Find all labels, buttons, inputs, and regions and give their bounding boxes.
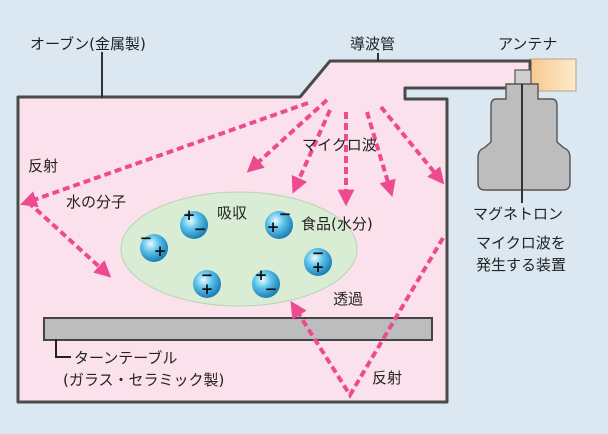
microwave-arrows [20,98,445,399]
microwave-arrow [379,105,445,185]
antenna-label: アンテナ [498,35,558,53]
plus-sign: + [312,258,325,276]
minus-sign: − [201,266,214,284]
waveguide-label: 導波管 [350,35,396,53]
water-molecule: + − [252,266,280,298]
minus-sign: − [194,220,207,238]
turntable [43,317,433,341]
water-molecule: − + [193,266,221,298]
water-molecules: − + + − + − − + − + [140,205,332,298]
water-molecule: − + [140,229,168,262]
minus-sign: − [140,229,153,247]
water-molecule: − + [304,244,332,276]
reflection-label-left: 反射 [28,157,59,175]
water-molecule-label: 水の分子 [66,193,127,211]
turntable-label-line1: ターンテーブル [74,349,178,367]
reflection-arrow-top [20,101,309,208]
plus-sign: + [201,280,214,298]
microwave-arrow [291,109,332,194]
reflection-arrow-bottom [290,236,445,399]
magnetron-label: マグネトロン [473,205,564,223]
plus-sign: + [183,206,196,224]
turntable-pointer-line [55,339,71,358]
water-molecule: + − [180,206,208,239]
minus-sign: − [279,205,292,223]
reflection-arrow-left [26,200,112,278]
absorption-label: 吸収 [217,204,248,222]
minus-sign: − [312,244,325,262]
minus-sign: − [265,280,278,298]
plus-sign: + [154,242,167,260]
food-label: 食品(水分) [301,215,373,233]
magnetron [477,83,571,191]
oven-label: オーブン(金属製) [30,35,146,53]
generator-label-line1: マイクロ波を [476,234,566,252]
water-molecule: + − [265,205,293,239]
generator-label-line2: 発生する装置 [476,256,567,274]
reflection-label-bottom: 反射 [372,369,403,387]
turntable-label-line2: (ガラス・セラミック製) [63,371,225,389]
plus-sign: + [255,266,268,284]
food-ellipse [120,191,358,307]
microwave-arrow [246,98,329,173]
microwave-arrow [365,111,396,198]
plus-sign: + [267,218,280,236]
microwave-label: マイクロ波 [302,136,377,154]
transmission-label: 透過 [333,290,364,308]
